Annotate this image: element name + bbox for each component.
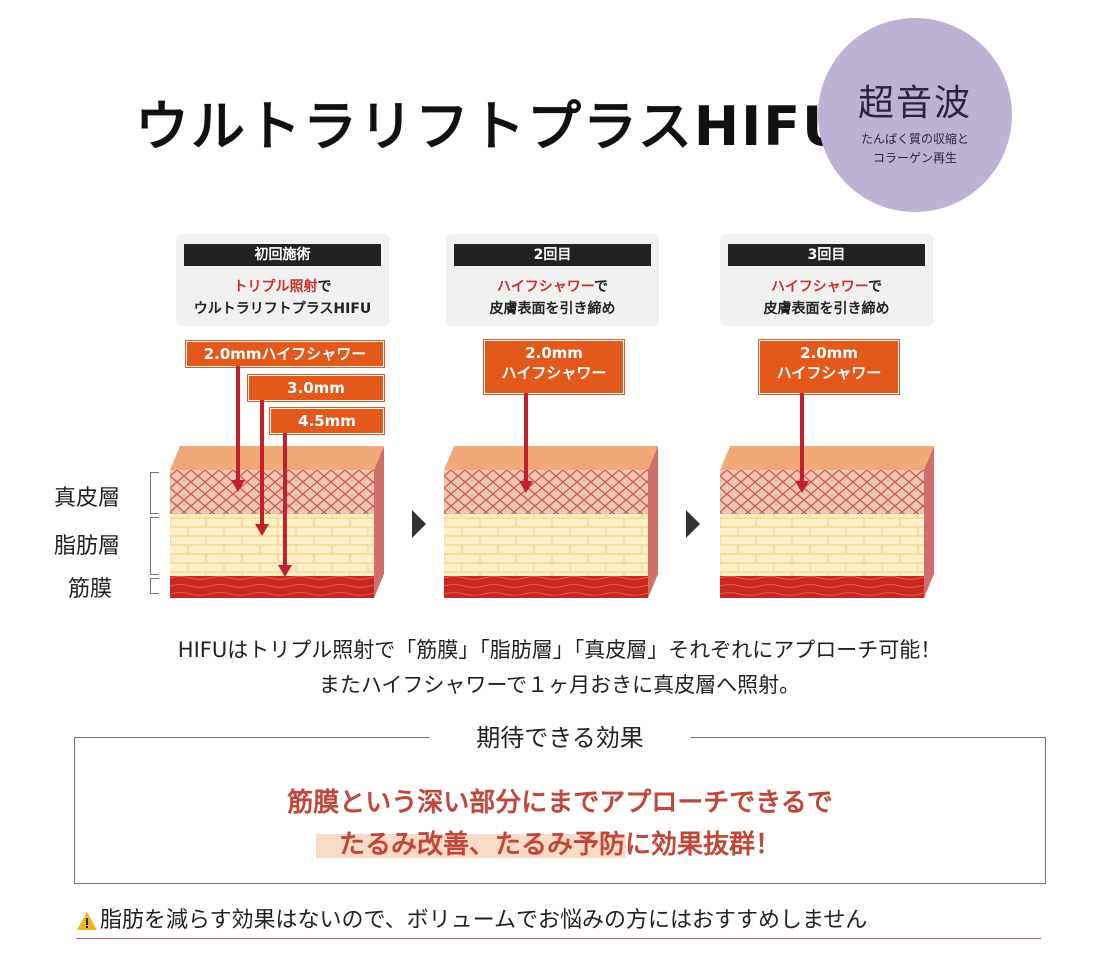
arrow-step3-shaft (800, 393, 804, 481)
step-card-3: 3回目 ハイフシャワーで 皮膚表面を引き締め (720, 234, 933, 326)
warning-underline (76, 938, 1041, 939)
tag-2mm-shower: 2.0mmハイフシャワー (186, 341, 384, 367)
step-card-3-head: 3回目 (728, 244, 925, 266)
arrow-step3-head (795, 481, 809, 493)
tag-step2: 2.0mm ハイフシャワー (484, 340, 624, 394)
warning-note: 脂肪を減らす効果はないので、ボリュームでお悩みの方にはおすすめしません (76, 902, 867, 934)
bracket-fat (150, 517, 159, 575)
ultrasound-badge: 超音波 たんぱく質の収縮と コラーゲン再生 (818, 18, 1012, 212)
arrow-4-5mm-shaft (283, 433, 287, 565)
step-card-3-line2: 皮膚表面を引き締め (763, 301, 890, 317)
skin-block-1 (170, 446, 384, 598)
layer-label-fat: 脂肪層 (54, 534, 121, 559)
effects-line-1: 筋膜という深い部分にまでアプローチできるで (287, 788, 833, 818)
description-line-1: HIFUはトリプル照射で「筋膜」「脂肪層」「真皮層」それぞれにアプローチ可能！ (177, 638, 942, 662)
step-separator-2 (686, 510, 700, 538)
arrow-step2-shaft (524, 393, 528, 481)
badge-subtext-2: コラーゲン再生 (872, 151, 957, 165)
step-card-1-line1: トリプル照射で (233, 279, 332, 295)
effects-highlight (316, 834, 626, 858)
tag-4-5mm: 4.5mm (270, 408, 384, 434)
arrow-2mm-shaft (236, 366, 240, 480)
skin-block-3 (720, 446, 934, 598)
arrow-3mm-shaft (260, 400, 264, 524)
step-card-3-line1: ハイフシャワーで (771, 279, 882, 295)
tag-3mm: 3.0mm (248, 375, 384, 401)
warning-text: 脂肪を減らす効果はないので、ボリュームでお悩みの方にはおすすめしません (100, 908, 868, 933)
step-card-1-head: 初回施術 (184, 244, 381, 266)
skin-block-2 (444, 446, 658, 598)
bracket-dermis (150, 472, 159, 514)
step-card-2-line1: ハイフシャワーで (497, 279, 608, 295)
effects-title: 期待できる効果 (430, 718, 690, 753)
arrow-3mm-head (255, 524, 269, 536)
tag-step3: 2.0mm ハイフシャワー (759, 340, 899, 394)
arrow-step2-head (519, 481, 533, 493)
effects-line-2: たるみ改善、たるみ予防に効果抜群！ (338, 830, 781, 860)
arrow-4-5mm-head (278, 565, 292, 577)
arrow-2mm-head (231, 480, 245, 492)
layer-label-fascia: 筋膜 (68, 577, 113, 602)
warning-icon (77, 912, 97, 930)
badge-subtext-1: たんぱく質の収縮と (860, 132, 969, 146)
layer-label-dermis: 真皮層 (54, 486, 121, 511)
step-separator-1 (412, 510, 426, 538)
step-card-2-head: 2回目 (454, 244, 651, 266)
description-line-2: またハイフシャワーで１ヶ月おきに真皮層へ照射。 (318, 673, 801, 697)
bracket-fascia (150, 578, 159, 594)
step-card-2-line2: 皮膚表面を引き締め (489, 301, 616, 317)
step-card-1: 初回施術 トリプル照射で ウルトラリフトプラスHIFU (176, 234, 389, 326)
step-card-1-line2: ウルトラリフトプラスHIFU (193, 301, 372, 317)
step-card-2: 2回目 ハイフシャワーで 皮膚表面を引き締め (446, 234, 659, 326)
badge-main-text: 超音波 (857, 83, 972, 124)
page-title: ウルトラリフトプラスHIFU (135, 95, 848, 158)
